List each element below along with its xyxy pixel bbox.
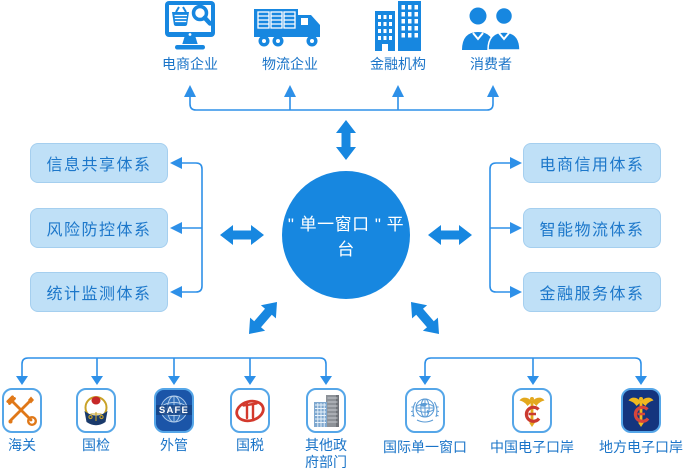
system-box-info-sharing: 信息共享体系 xyxy=(30,143,168,183)
double-arrow-bottom-left xyxy=(249,302,277,334)
consumers-icon xyxy=(461,6,521,55)
entity-label-consumers: 消费者 xyxy=(470,56,512,72)
system-box-label: 风险防控体系 xyxy=(46,222,152,239)
dept-label-safe: 外管 xyxy=(160,437,188,453)
system-box-label: 智能物流体系 xyxy=(539,222,645,239)
dept-label-inspection: 国检 xyxy=(82,437,110,453)
system-box-smart-logistics: 智能物流体系 xyxy=(523,208,661,248)
double-arrow-right xyxy=(428,225,472,245)
double-arrow-bottom-right xyxy=(411,302,439,334)
customs-emblem-icon xyxy=(2,388,42,433)
system-box-label: 信息共享体系 xyxy=(46,157,152,174)
inspection-emblem-icon xyxy=(76,388,116,433)
government-buildings-icon xyxy=(306,388,346,433)
platform-label-china-eport: 中国电子口岸 xyxy=(490,439,574,455)
left-bracket-connector xyxy=(170,157,203,298)
system-box-risk-control: 风险防控体系 xyxy=(30,208,168,248)
safe-emblem-icon: SAFE xyxy=(154,388,194,433)
platform-label: " 单一窗口 " 平台 xyxy=(287,215,405,259)
platform-circle: " 单一窗口 " 平台 xyxy=(282,171,410,299)
system-box-ecommerce-credit: 电商信用体系 xyxy=(523,143,661,183)
entity-label-logistics: 物流企业 xyxy=(262,56,318,72)
top-connector xyxy=(184,85,499,111)
double-arrow-left xyxy=(220,225,264,245)
system-box-financial-services: 金融服务体系 xyxy=(523,272,661,312)
un-emblem-icon xyxy=(405,388,445,433)
dept-label-other-government: 其他政府部门 xyxy=(305,437,347,470)
tax-emblem-icon xyxy=(230,388,270,433)
local-eport-emblem-icon xyxy=(621,388,661,433)
china-eport-emblem-icon xyxy=(512,388,552,433)
system-box-statistics-monitoring: 统计监测体系 xyxy=(30,272,168,312)
bottom-right-connector xyxy=(419,357,647,385)
system-box-label: 电商信用体系 xyxy=(539,157,645,174)
system-box-label: 金融服务体系 xyxy=(539,286,645,303)
entity-label-finance: 金融机构 xyxy=(370,56,426,72)
double-arrows xyxy=(220,120,472,334)
double-arrow-top xyxy=(336,120,356,160)
dept-label-customs: 海关 xyxy=(8,437,36,453)
system-box-label: 统计监测体系 xyxy=(46,286,152,303)
right-bracket-connector xyxy=(489,157,522,298)
logistics-truck-icon xyxy=(252,4,328,55)
safe-badge-text: SAFE xyxy=(159,405,189,416)
ecommerce-monitor-icon xyxy=(158,0,222,55)
bottom-left-connector xyxy=(16,357,332,385)
financial-buildings-icon xyxy=(370,0,428,57)
platform-label-international-single-window: 国际单一窗口 xyxy=(383,439,467,455)
entity-label-ecommerce: 电商企业 xyxy=(162,56,218,72)
dept-label-tax: 国税 xyxy=(236,437,264,453)
platform-label-local-eport: 地方电子口岸 xyxy=(599,439,683,455)
